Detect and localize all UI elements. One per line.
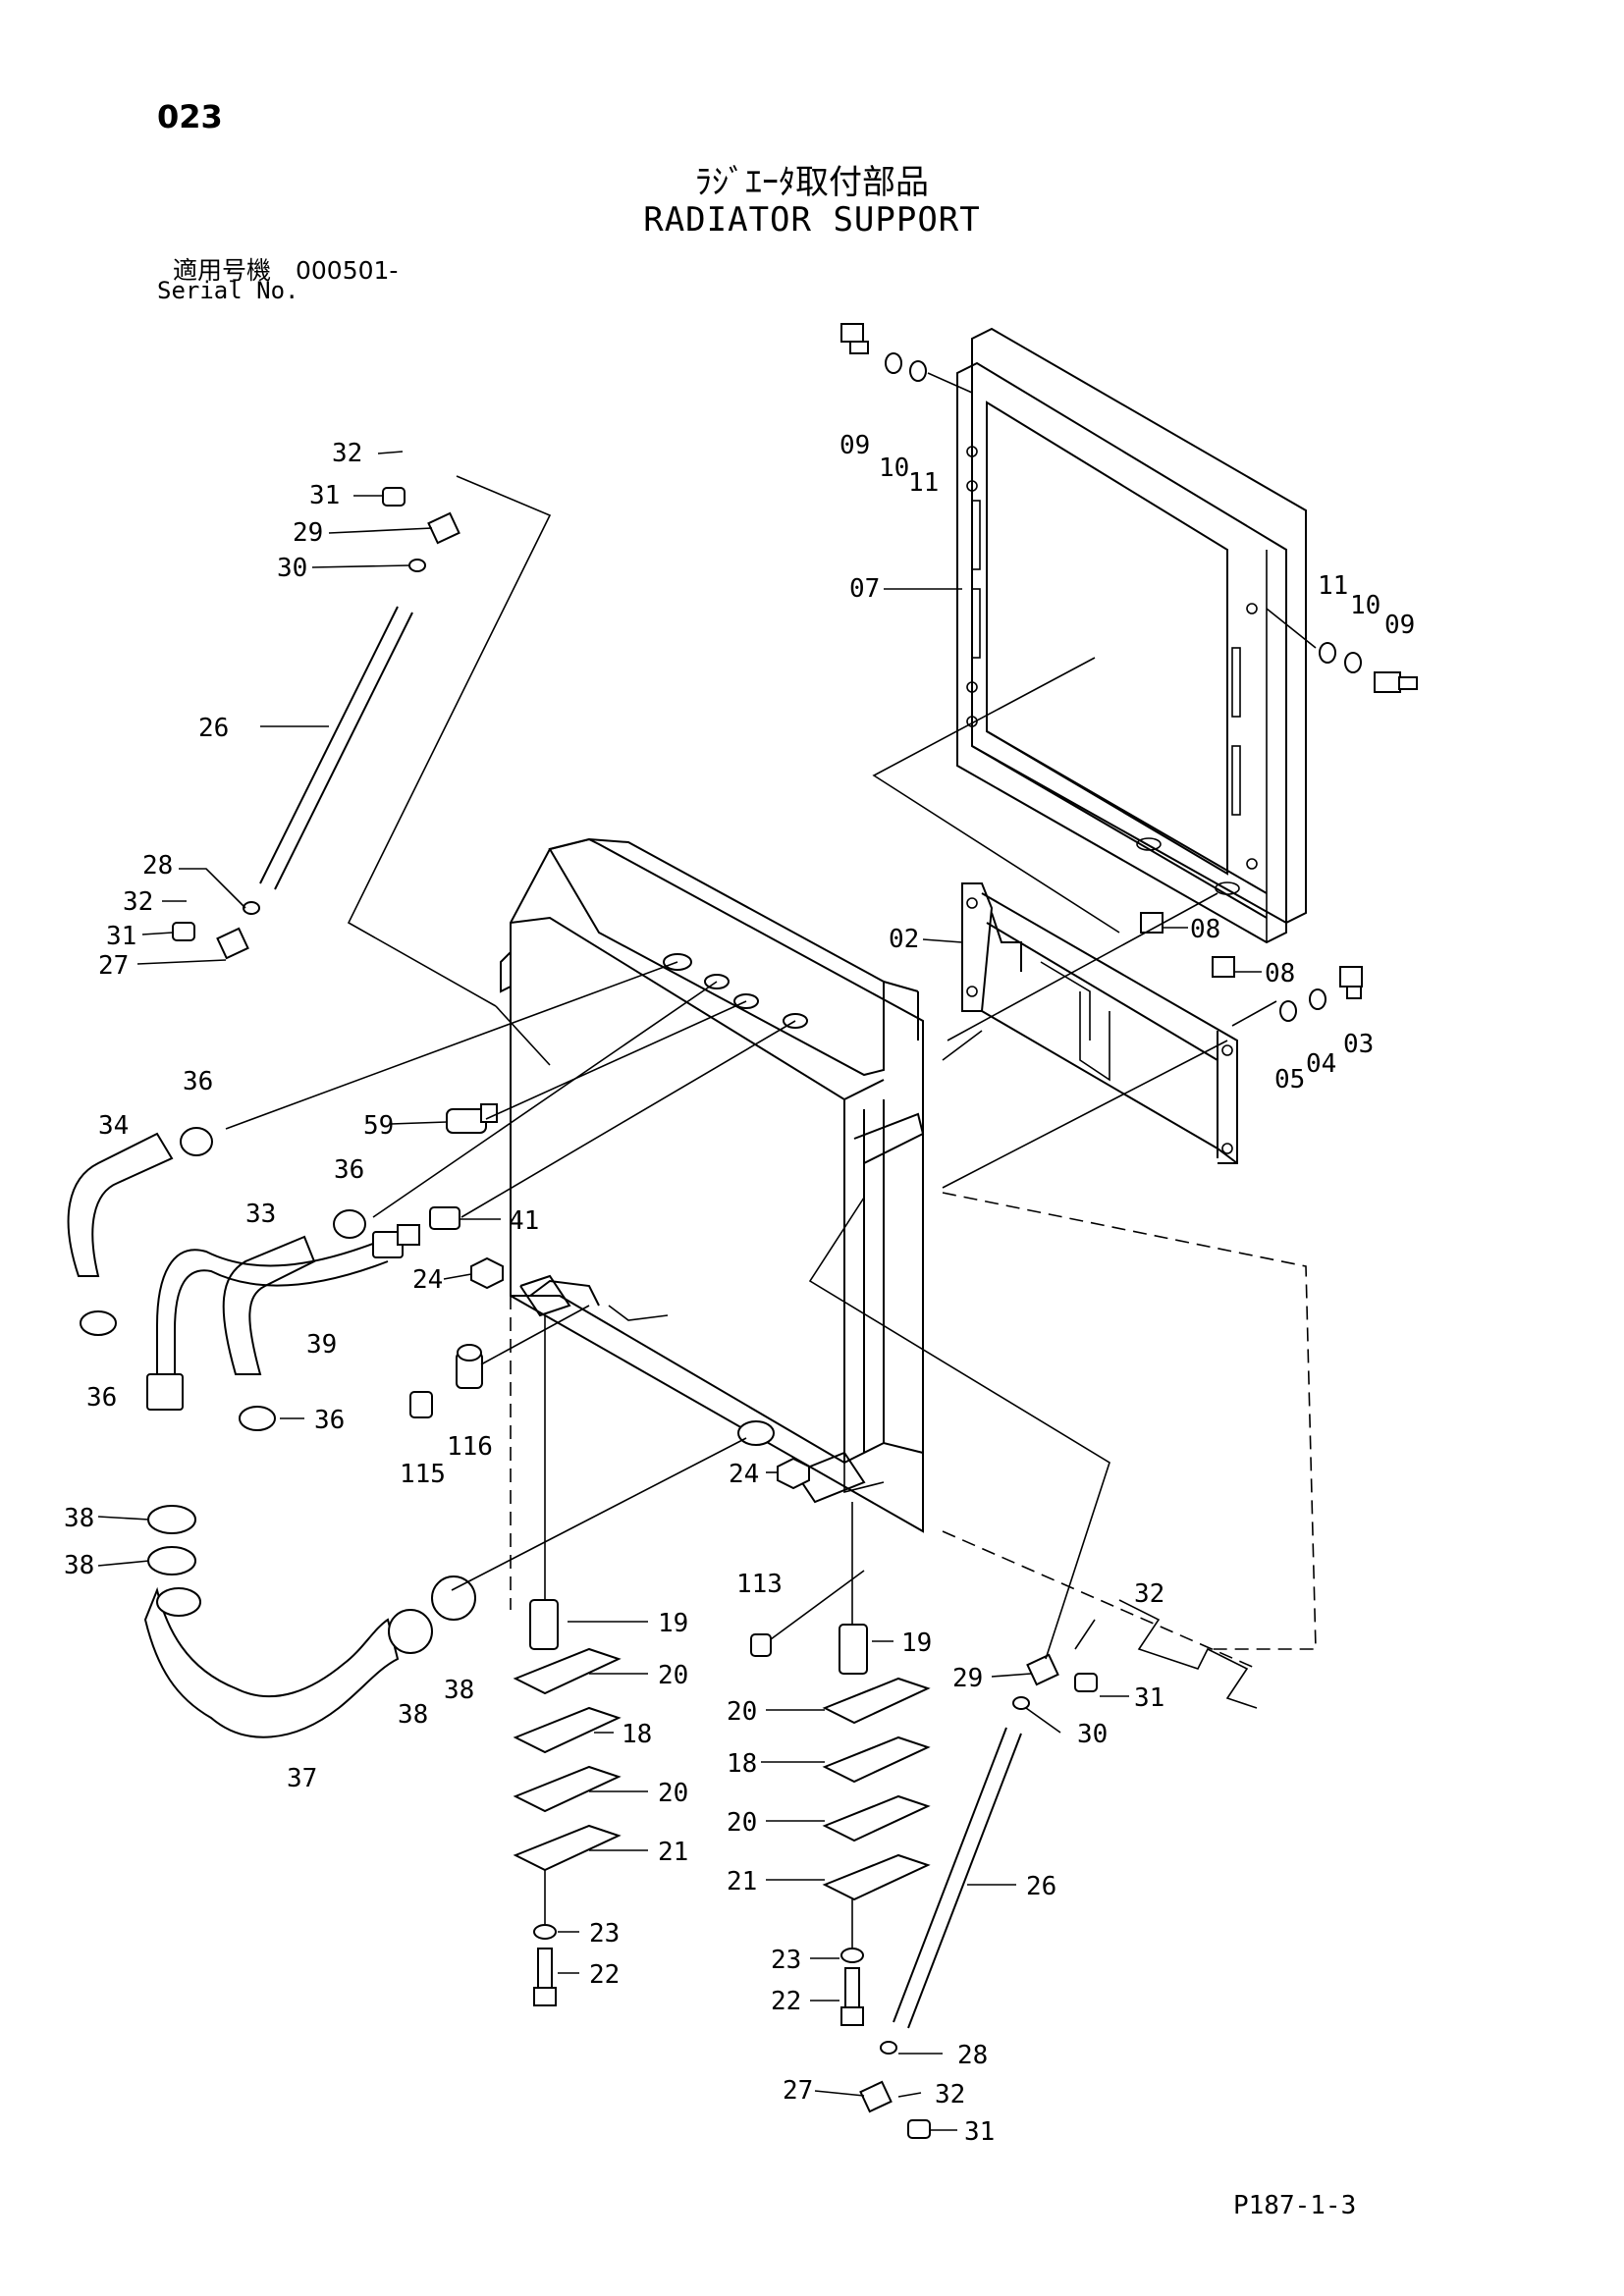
callout-labels: 32 31 29 30 26 28 32 31 27 09 10 11 07 1…: [64, 431, 1415, 2147]
page-number: 023: [157, 98, 223, 135]
callout-leaders: [97, 451, 1262, 2131]
callout-36: 36: [314, 1406, 345, 1435]
callout-32: 32: [123, 887, 153, 917]
callout-36: 36: [86, 1383, 117, 1413]
callout-38: 38: [398, 1700, 428, 1730]
callout-31: 31: [309, 481, 340, 510]
serial-label-japanese: 適用号機 000501-: [173, 256, 399, 285]
callout-20: 20: [727, 1808, 757, 1838]
callout-30: 30: [277, 554, 307, 583]
callout-28: 28: [142, 851, 173, 881]
callout-36: 36: [334, 1155, 364, 1185]
callout-19: 19: [901, 1629, 932, 1658]
callout-31: 31: [964, 2117, 995, 2147]
callout-32: 32: [332, 439, 362, 468]
callout-115: 115: [400, 1460, 446, 1489]
callout-09: 09: [839, 431, 870, 460]
callout-30: 30: [1077, 1720, 1108, 1749]
document-code: P187-1-3: [1233, 2191, 1357, 2220]
hardware-parts: [409, 323, 1418, 2026]
callout-10: 10: [879, 454, 909, 483]
radiator-core: [500, 837, 1317, 1709]
callout-11: 11: [1318, 571, 1348, 601]
callout-31: 31: [1134, 1683, 1164, 1713]
callout-116: 116: [447, 1432, 493, 1462]
support-bracket: [961, 882, 1238, 1164]
callout-10: 10: [1350, 591, 1380, 620]
callout-19: 19: [658, 1609, 688, 1638]
callout-22: 22: [589, 1960, 620, 1990]
callout-27: 27: [98, 951, 129, 981]
callout-23: 23: [589, 1919, 620, 1949]
callout-29: 29: [952, 1664, 983, 1693]
callout-38: 38: [64, 1504, 94, 1533]
callout-08: 08: [1190, 915, 1220, 944]
callout-26: 26: [1026, 1872, 1056, 1901]
callout-36: 36: [183, 1067, 213, 1096]
callout-37: 37: [287, 1764, 317, 1793]
callout-20: 20: [727, 1697, 757, 1727]
callout-02: 02: [889, 925, 919, 954]
callout-32: 32: [935, 2080, 965, 2109]
callout-21: 21: [727, 1867, 757, 1896]
callout-31: 31: [106, 922, 136, 951]
callout-11: 11: [908, 468, 939, 498]
stay-rods: [172, 487, 1098, 2139]
callout-24: 24: [729, 1460, 759, 1489]
callout-39: 39: [306, 1330, 337, 1360]
callout-21: 21: [658, 1838, 688, 1867]
serial-label-english: Serial No.: [157, 277, 299, 304]
callout-59: 59: [363, 1111, 394, 1141]
hoses-and-clamps: [67, 1127, 476, 1738]
callout-28: 28: [957, 2041, 988, 2070]
callout-23: 23: [771, 1946, 801, 1975]
assembly-lines: [225, 372, 1317, 1949]
callout-22: 22: [771, 1987, 801, 2016]
callout-34: 34: [98, 1111, 129, 1141]
callout-38: 38: [444, 1676, 474, 1705]
callout-05: 05: [1274, 1065, 1305, 1095]
callout-04: 04: [1306, 1049, 1336, 1079]
callout-27: 27: [783, 2076, 813, 2106]
callout-20: 20: [658, 1779, 688, 1808]
callout-38: 38: [64, 1551, 94, 1580]
callout-113: 113: [736, 1570, 783, 1599]
title-english: RADIATOR SUPPORT: [643, 200, 981, 240]
callout-07: 07: [849, 574, 880, 604]
callout-29: 29: [293, 518, 323, 548]
callout-33: 33: [245, 1200, 276, 1229]
callout-32: 32: [1134, 1579, 1164, 1609]
shroud-frame: [956, 327, 1307, 944]
callout-18: 18: [622, 1720, 652, 1749]
callout-03: 03: [1343, 1030, 1374, 1059]
callout-26: 26: [198, 714, 229, 743]
title-japanese: ﾗｼﾞｴｰﾀ取付部品: [695, 163, 929, 202]
callout-18: 18: [727, 1749, 757, 1779]
callout-41: 41: [509, 1206, 539, 1236]
callout-09: 09: [1384, 611, 1415, 640]
callout-20: 20: [658, 1661, 688, 1690]
callout-08: 08: [1265, 959, 1295, 988]
callout-24: 24: [412, 1265, 443, 1295]
